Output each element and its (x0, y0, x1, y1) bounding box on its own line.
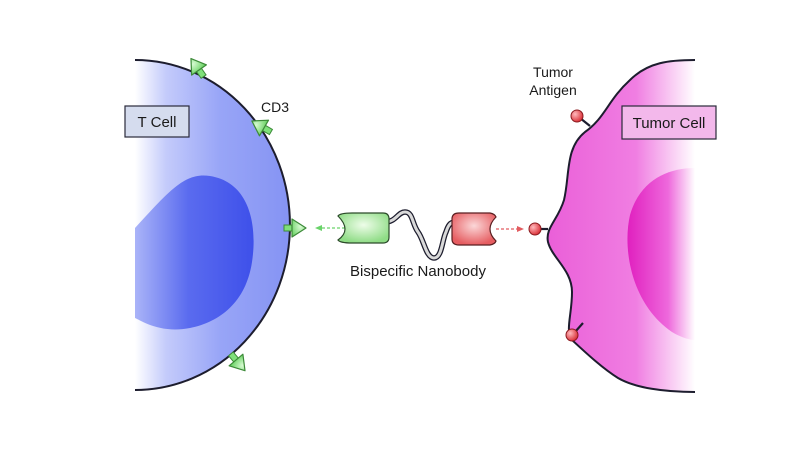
tumor-antigens (528, 109, 591, 342)
tumor-antigen-label-line1: Tumor (533, 64, 573, 80)
cd3-receptor-upper (251, 119, 274, 137)
tumor-antigen-middle (528, 222, 548, 236)
tumor-cell-membrane (546, 59, 696, 393)
tumor-cell-label-box (621, 105, 717, 140)
nanobody-linker (383, 210, 457, 260)
t-cell-label-box (124, 105, 190, 138)
cd3-receptor-top (190, 57, 207, 79)
tumor-antigen-top (570, 109, 591, 127)
tumor-cell (546, 59, 696, 393)
binding-arrow-right (496, 226, 524, 232)
nanobody-label: Bispecific Nanobody (350, 263, 486, 280)
binding-arrow-left (315, 225, 345, 231)
cd3-receptor-bottom (227, 351, 246, 372)
bispecific-nanobody (337, 209, 497, 261)
nanobody-antigen-binding-domain (451, 212, 497, 246)
cd3-receptor-middle (283, 218, 307, 238)
nanobody-cd3-binding-domain (337, 212, 390, 244)
cd3-receptors (190, 57, 307, 372)
tumor-cell-label: Tumor Cell (633, 115, 706, 132)
t-cell-nucleus (135, 175, 254, 330)
t-cell-label: T Cell (138, 114, 177, 131)
tumor-cell-nucleus (627, 168, 695, 340)
cd3-label: CD3 (261, 99, 289, 115)
tumor-antigen-label-line2: Antigen (529, 82, 576, 98)
t-cell (134, 59, 291, 391)
tumor-antigen-bottom (565, 322, 584, 342)
